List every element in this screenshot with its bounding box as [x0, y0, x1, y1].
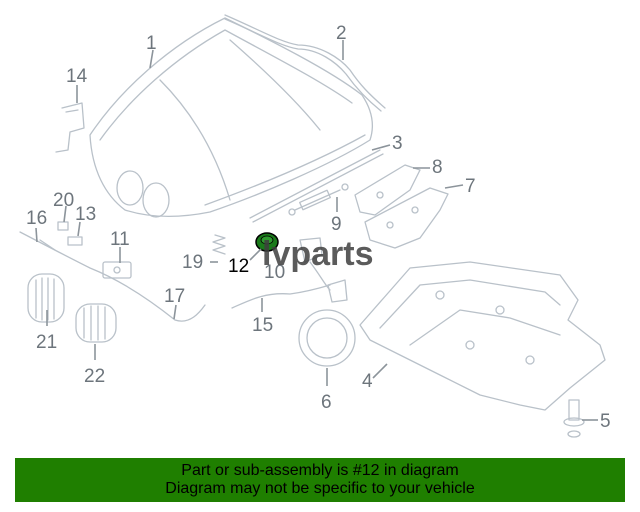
part-hood-hinge — [354, 164, 449, 249]
callout-1: 1 — [146, 33, 157, 54]
callout-3: 3 — [392, 133, 403, 154]
part-engine-shield — [359, 261, 606, 411]
part-ring — [298, 309, 356, 367]
callout-10: 10 — [264, 262, 285, 283]
part-hood — [89, 17, 373, 218]
part-release-cable — [19, 231, 206, 322]
callout-5: 5 — [600, 411, 611, 432]
part-12-highlighted — [255, 232, 279, 252]
part-gas-strut — [288, 183, 349, 216]
callout-15: 15 — [252, 315, 273, 336]
callout-17: 17 — [164, 286, 185, 307]
info-banner-line-2: Diagram may not be specific to your vehi… — [165, 480, 475, 497]
part-support-rod — [249, 149, 384, 223]
part-spring — [212, 234, 226, 255]
part-latch-rod — [231, 284, 331, 309]
callout-21: 21 — [36, 332, 57, 353]
callout-4: 4 — [362, 371, 373, 392]
part-grille-right — [75, 303, 117, 343]
part-lock-bracket — [55, 102, 85, 153]
info-banner-line-1: Part or sub-assembly is #12 in diagram — [181, 462, 459, 479]
parts-diagram: 1 2 3 4 5 6 7 8 9 10 11 12 13 14 15 16 1… — [19, 14, 611, 438]
watermark-logo: lvparts — [262, 235, 374, 273]
callout-20: 20 — [53, 190, 74, 211]
callout-13: 13 — [75, 204, 96, 225]
callout-11: 11 — [110, 229, 130, 250]
part-hood-latch — [299, 237, 348, 303]
leader-lines — [35, 40, 598, 421]
callout-9: 9 — [331, 214, 342, 235]
callout-7: 7 — [465, 176, 476, 197]
part-hood-seal — [224, 14, 386, 112]
callout-16: 16 — [26, 208, 47, 229]
callout-12: 12 — [228, 256, 249, 277]
part-latch-lock — [102, 261, 132, 279]
callout-2: 2 — [336, 23, 347, 44]
callout-14: 14 — [66, 66, 88, 87]
part-clips — [57, 221, 83, 246]
info-banner: Part or sub-assembly is #12 in diagram D… — [15, 458, 625, 502]
callout-19: 19 — [182, 252, 203, 273]
part-grille-left — [27, 273, 65, 323]
callout-labels: 1 2 3 4 5 6 7 8 9 10 11 12 13 14 15 16 1… — [26, 23, 611, 432]
part-push-clip — [563, 399, 585, 438]
callout-8: 8 — [432, 157, 443, 178]
callout-22: 22 — [84, 366, 105, 387]
callout-6: 6 — [321, 392, 332, 413]
